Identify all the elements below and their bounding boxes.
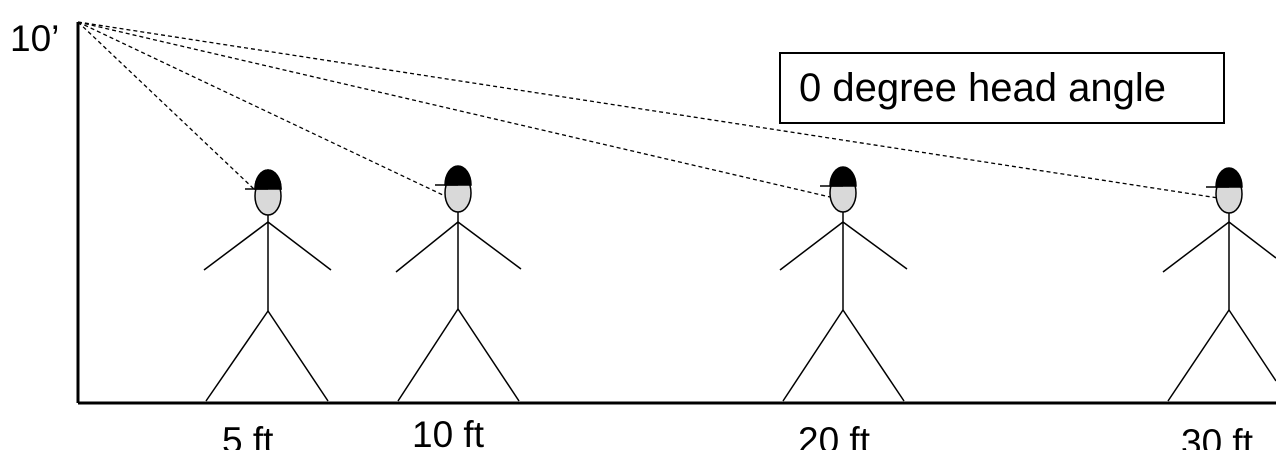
distance-label-10ft: 10 ft <box>412 414 484 450</box>
right-leg-5ft <box>267 310 329 402</box>
distance-label-20ft: 20 ft <box>798 420 870 450</box>
person-20ft <box>779 166 908 402</box>
sightline-5ft <box>77 21 256 191</box>
head-angle-text: 0 degree head angle <box>799 66 1166 110</box>
right-arm-20ft <box>842 221 908 270</box>
head-angle-box: 0 degree head angle <box>779 52 1225 124</box>
left-arm-20ft <box>779 221 844 271</box>
right-arm-5ft <box>267 221 332 271</box>
sightline-20ft <box>77 21 831 198</box>
right-arm-30ft <box>1228 221 1276 259</box>
person-10ft <box>395 165 522 402</box>
hair-20ft <box>829 166 857 187</box>
hair-10ft <box>444 165 472 186</box>
sightline-30ft <box>77 21 1219 199</box>
distance-label-30ft: 30 ft <box>1181 422 1253 450</box>
distance-label-5ft: 5 ft <box>222 420 274 450</box>
right-leg-30ft <box>1228 309 1276 382</box>
left-arm-30ft <box>1162 221 1230 273</box>
left-arm-10ft <box>395 221 459 273</box>
hair-30ft <box>1215 167 1243 188</box>
left-leg-10ft <box>397 308 459 402</box>
person-30ft <box>1162 167 1276 402</box>
person-5ft <box>203 169 332 402</box>
hair-cap-5ft <box>254 169 282 190</box>
left-leg-30ft <box>1167 309 1230 402</box>
right-leg-20ft <box>842 309 905 402</box>
left-leg-20ft <box>782 309 844 402</box>
left-arm-5ft <box>203 221 269 271</box>
left-leg-5ft <box>205 310 269 402</box>
height-label: 10’ <box>10 18 60 59</box>
right-leg-10ft <box>457 308 520 402</box>
sightline-10ft <box>77 21 446 197</box>
right-arm-10ft <box>457 221 522 270</box>
